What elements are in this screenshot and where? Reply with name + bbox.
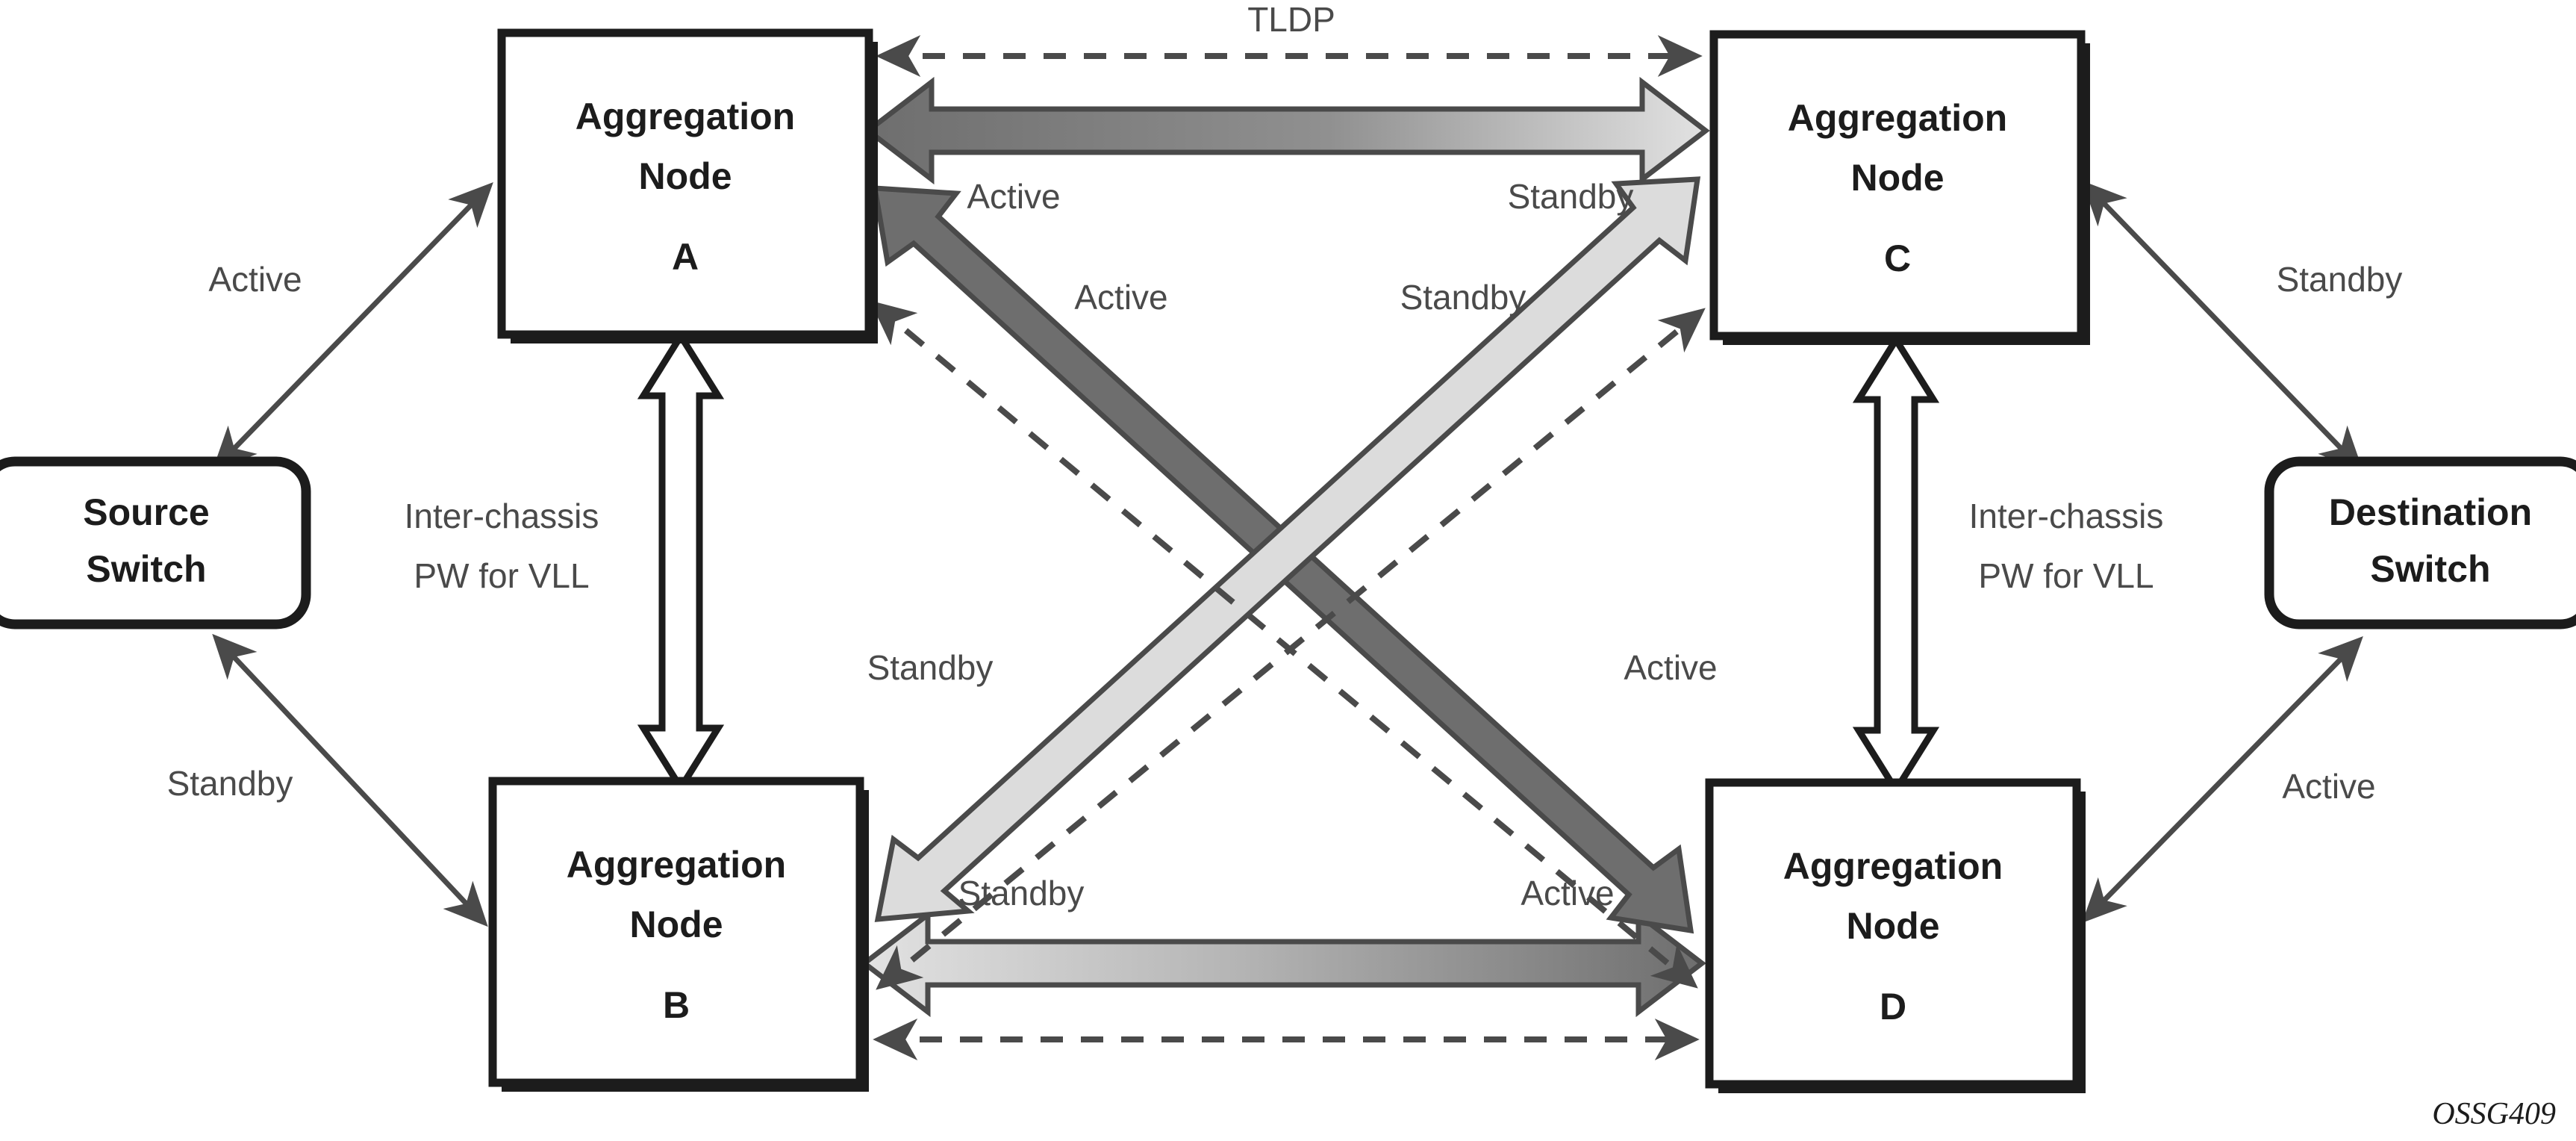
node-source-switch[interactable]: Source Switch [0,456,311,629]
label-icpw-left-line1: Inter-chassis [405,497,599,535]
node-b-line1: Aggregation [567,844,786,886]
node-d-line2: Node [1847,905,1940,947]
node-c-line3: C [1884,237,1911,279]
node-aggregation-c[interactable]: Aggregation Node C [1709,30,2090,345]
label-c-destination-standby: Standby [2277,260,2403,299]
label-ad-active-lower: Active [1624,648,1717,687]
label-bd-standby: Standby [958,874,1085,913]
label-bc-standby-lower: Standby [867,648,994,687]
interchassis-pw-arrow-left [637,329,725,795]
tldp-dashed-b-c [876,308,1706,990]
figure-watermark: OSSG409 [2432,1097,2556,1131]
node-b-line2: Node [630,904,723,945]
node-d-line1: Aggregation [1783,845,2003,887]
label-d-destination-active: Active [2282,767,2375,806]
node-destination-switch[interactable]: Destination Switch [2264,456,2576,629]
link-d-to-destination [2082,636,2363,923]
label-bd-active: Active [1521,874,1614,913]
link-source-to-a [212,181,493,472]
interchassis-pw-arrow-right [1852,333,1940,797]
link-source-to-b [212,633,488,927]
link-arrow-a-c [864,76,1710,185]
destination-switch-line1: Destination [2329,491,2532,533]
label-icpw-right-line2: PW for VLL [1978,556,2154,595]
node-c-line2: Node [1851,157,1945,199]
node-a-line3: A [672,236,699,278]
node-a-line2: Node [639,155,732,197]
node-a-line1: Aggregation [576,96,795,137]
label-ac-active: Active [967,177,1060,216]
link-c-to-destination [2082,180,2363,472]
label-icpw-left-line2: PW for VLL [414,556,589,595]
node-d-line3: D [1880,986,1906,1027]
node-aggregation-b[interactable]: Aggregation Node B [488,777,869,1092]
node-aggregation-d[interactable]: Aggregation Node D [1705,778,2086,1093]
label-ac-standby: Standby [1508,177,1634,216]
label-ad-active-upper: Active [1074,278,1167,317]
link-arrow-b-d [860,909,1706,1018]
node-c-line1: Aggregation [1788,97,2007,139]
label-tldp-top: TLDP [1247,0,1335,39]
source-switch-line1: Source [83,491,210,533]
source-switch-line2: Switch [86,548,206,590]
label-source-b-standby: Standby [167,764,293,803]
label-bc-standby-upper: Standby [1400,278,1526,317]
node-aggregation-a[interactable]: Aggregation Node A [497,28,878,343]
destination-switch-line2: Switch [2370,548,2490,590]
label-source-a-active: Active [208,260,302,299]
label-icpw-right-line1: Inter-chassis [1969,497,2164,535]
node-b-line3: B [663,984,690,1026]
